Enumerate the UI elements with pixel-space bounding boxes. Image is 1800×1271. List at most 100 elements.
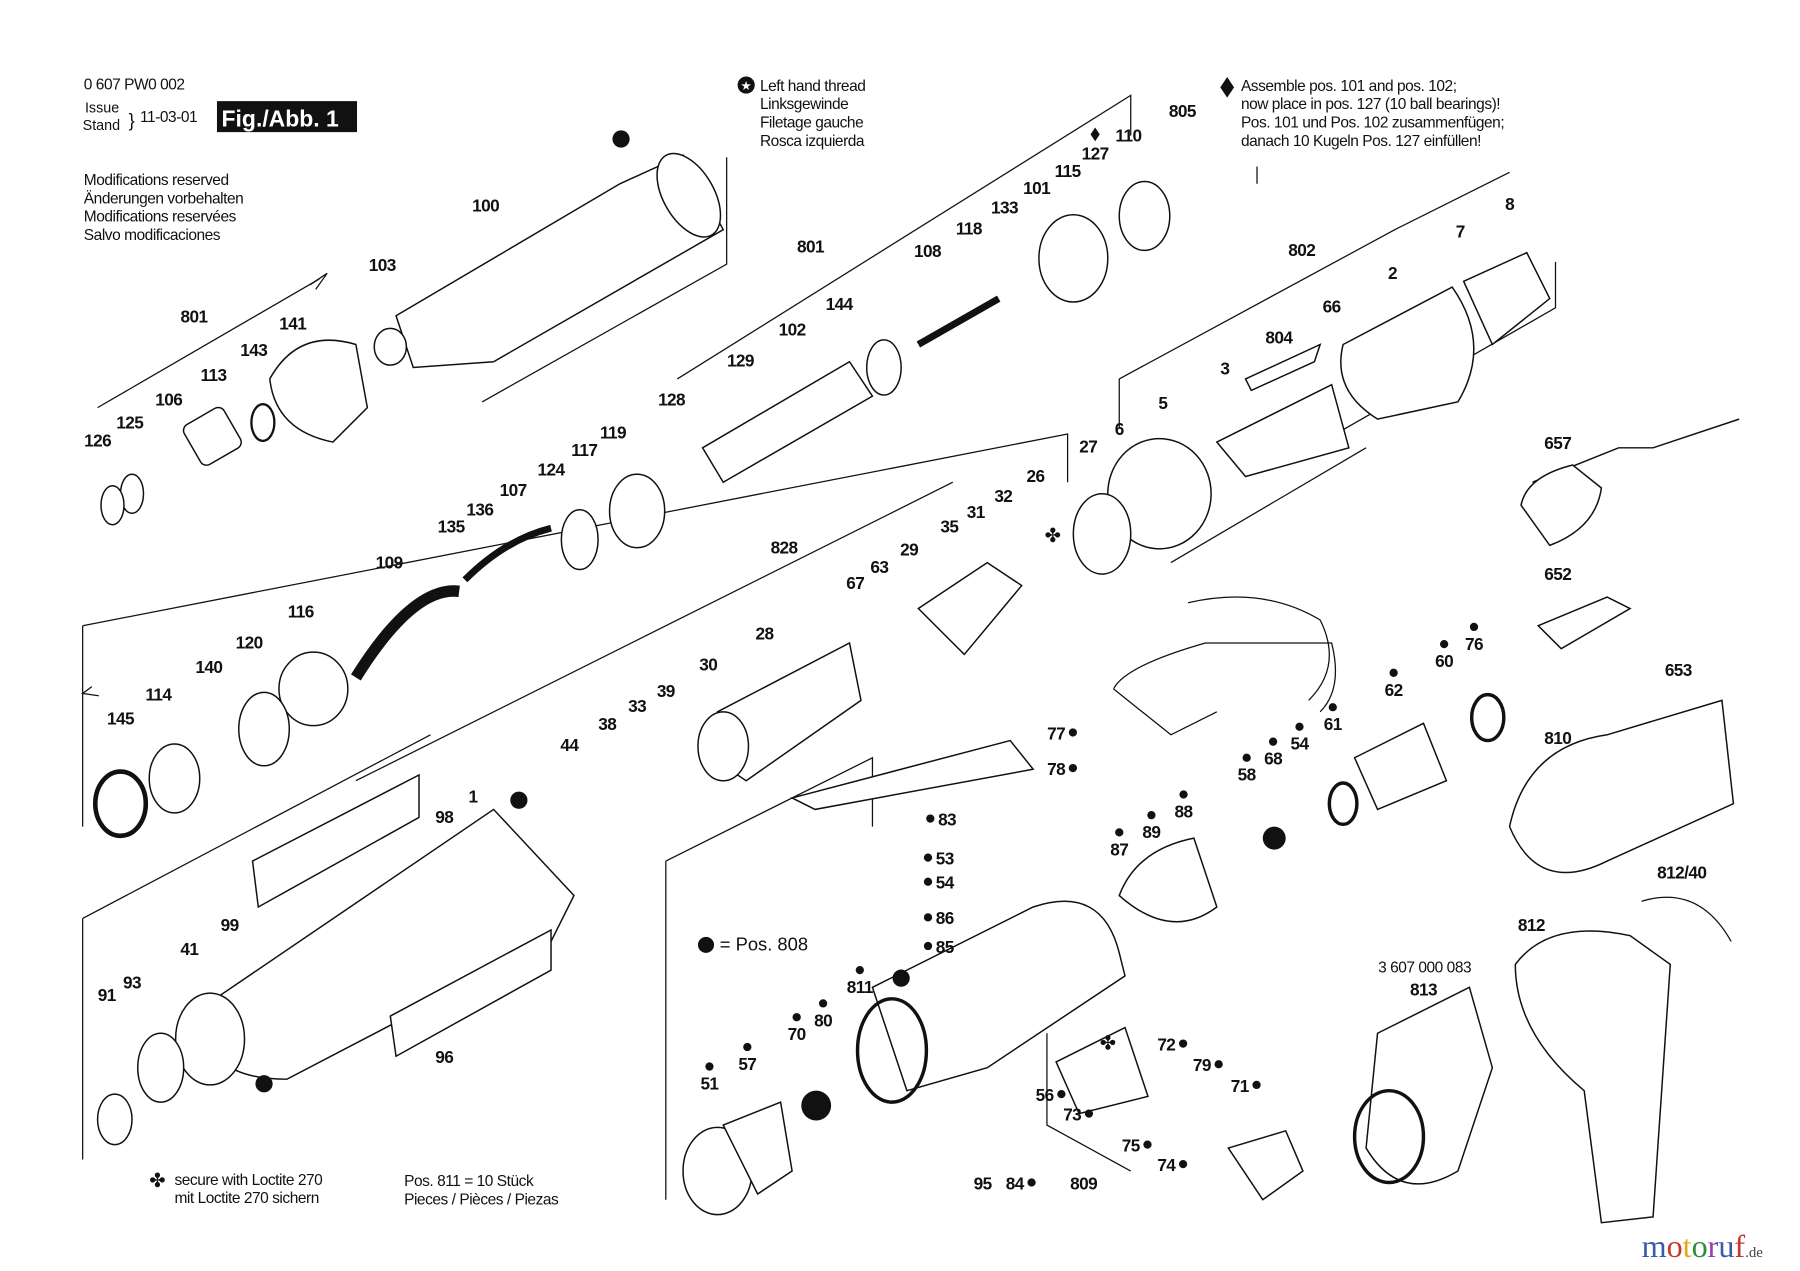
callout-44: 44 (560, 735, 580, 755)
assemble-note: Assemble pos. 101 and pos. 102; now plac… (1220, 77, 1505, 150)
callout-811: 811 (847, 965, 874, 997)
callout-62: 62 (1385, 668, 1403, 700)
callout-label: 39 (657, 681, 675, 701)
callout-label: 813 (1410, 979, 1437, 999)
callout-label: 100 (472, 195, 499, 215)
callout-label: 128 (658, 389, 686, 409)
callout-802: 802 (1288, 240, 1316, 260)
part-number: 0 607 PW0 002 (84, 77, 185, 94)
note-line: secure with Loctite 270 (174, 1172, 322, 1189)
callout-26: 26 (1026, 466, 1045, 486)
callout-810: 810 (1544, 728, 1572, 748)
callout-58: 58 (1238, 753, 1257, 785)
callout-label: 53 (936, 849, 954, 869)
callout-805: 805 (1169, 101, 1198, 121)
callout-66: 66 (1323, 296, 1342, 316)
callout-53: 53 (923, 849, 954, 869)
callout-809: 809 (1070, 1173, 1098, 1193)
callout-56: 56 (1036, 1085, 1066, 1105)
diamond-icon (1090, 127, 1100, 142)
callout-89: 89 (1142, 811, 1161, 842)
callout-812-40: 812/40 (1657, 862, 1707, 882)
callout-88: 88 (1175, 790, 1194, 821)
callout-86: 86 (923, 908, 954, 928)
left-hand-thread-note: ★ Left hand thread Linksgewinde Filetage… (737, 76, 866, 150)
diamond-icon (1220, 77, 1235, 98)
callout-label: 76 (1465, 634, 1483, 654)
callout-117: 117 (571, 440, 598, 460)
note-line: Rosca izquierda (760, 133, 865, 150)
callout-label: 74 (1157, 1155, 1176, 1175)
dot-icon (1242, 753, 1251, 762)
star-in-circle-icon (612, 130, 630, 148)
callout-label: 32 (994, 486, 1012, 506)
callout-label: 804 (1265, 327, 1293, 347)
callout-116: 116 (288, 602, 315, 622)
callout-label: 124 (538, 459, 566, 479)
callout-label: 88 (1175, 801, 1194, 821)
callout-28: 28 (756, 624, 776, 644)
club-icon: ✤ (1045, 525, 1061, 547)
callout-label: 51 (700, 1074, 719, 1094)
callout-label: 653 (1665, 660, 1692, 680)
note-line: Pos. 101 und Pos. 102 zusammenfügen; (1241, 115, 1504, 132)
callout-33: 33 (628, 696, 647, 716)
callout-label: 31 (967, 502, 986, 522)
callout-84: 84 (1006, 1173, 1036, 1193)
callout-133: 133 (991, 198, 1019, 218)
dot-icon (855, 965, 864, 975)
callout-label: 657 (1544, 433, 1571, 453)
callout-136: 136 (466, 500, 494, 520)
callout-label: 143 (240, 340, 267, 360)
callout-label: 114 (145, 684, 172, 704)
callout-39: 39 (657, 681, 676, 701)
callout-106: 106 (155, 389, 183, 409)
callout-812: 812 (1518, 915, 1546, 935)
callout-85: 85 (923, 937, 955, 957)
callout-143: 143 (240, 340, 268, 360)
callout-77: 77 (1047, 723, 1078, 743)
svg-text:motoruf.de: motoruf.de (1642, 1228, 1764, 1264)
callout-label: 141 (279, 314, 307, 334)
callout-label: 93 (123, 972, 141, 992)
callout-label: 54 (1290, 734, 1309, 754)
callout-76: 76 (1465, 622, 1484, 654)
stand-label: Stand (83, 118, 120, 134)
callout-label: 109 (376, 552, 403, 572)
callout-label: 57 (738, 1054, 756, 1074)
modifications-line: Modifications reserved (84, 172, 229, 189)
callout-label: 30 (699, 655, 717, 675)
callout-1: 1 (468, 787, 479, 807)
callout-5: 5 (1158, 393, 1169, 413)
callout-label: 5 (1158, 393, 1168, 413)
callout-801: 801 (181, 307, 210, 327)
callout-140: 140 (195, 657, 223, 677)
watermark-letter: u (1718, 1228, 1734, 1264)
callout-label: 78 (1047, 759, 1066, 779)
callout-141: 141 (279, 314, 308, 334)
pos808-note: = Pos. 808 (697, 934, 808, 955)
star-in-circle-icon (510, 791, 528, 809)
callout-label: 63 (870, 557, 888, 577)
callout-label: 120 (236, 633, 263, 653)
callout-126: 126 (84, 431, 112, 451)
dot-icon (923, 853, 933, 862)
brace: } (129, 109, 135, 130)
callout-75: 75 (1122, 1136, 1152, 1156)
callout-label: 62 (1385, 680, 1403, 700)
callout-801: 801 (797, 237, 826, 257)
callout-101: 101 (1023, 178, 1052, 198)
callout-35: 35 (940, 517, 960, 537)
callout-label: 129 (727, 350, 754, 370)
callout-label: 54 (936, 873, 955, 893)
callout-71: 71 (1231, 1076, 1261, 1096)
club-icon: ✤ (149, 1170, 165, 1192)
callout-93: 93 (123, 972, 142, 992)
watermark-logo: motoruf.de (1642, 1228, 1764, 1264)
callout-804: 804 (1265, 327, 1294, 347)
assembly-leader-lines (81, 94, 1557, 1200)
callout-label: 85 (936, 937, 955, 957)
callout-68: 68 (1264, 737, 1284, 769)
callout-label: 116 (288, 602, 314, 622)
callout-label: 98 (435, 807, 454, 827)
